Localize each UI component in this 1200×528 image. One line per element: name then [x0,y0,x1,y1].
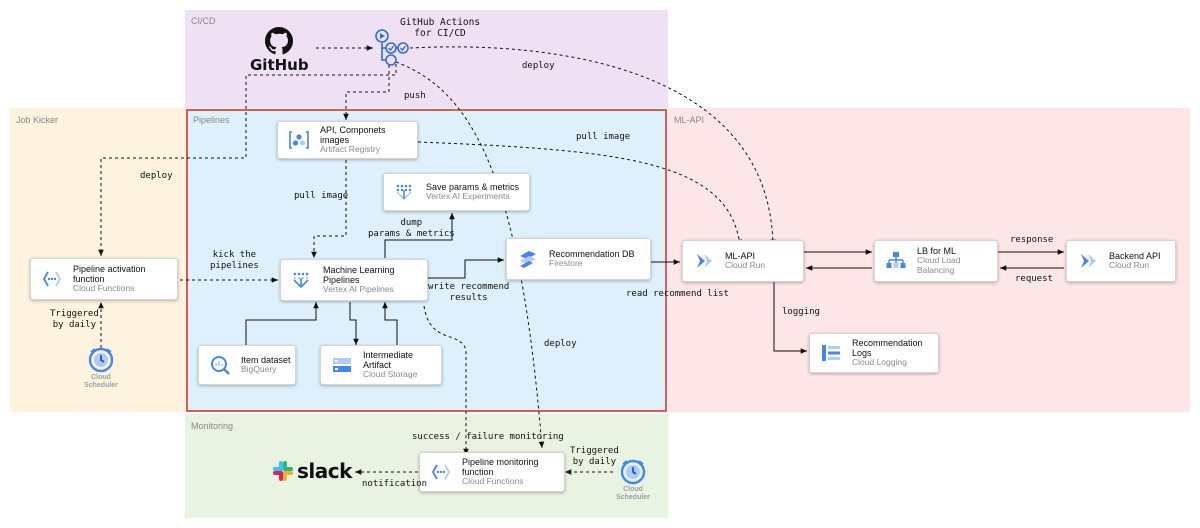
edge-storage-to-pipeline [382,302,398,345]
label-deploy-left: deploy [140,171,173,181]
edge-dump [384,213,455,258]
github-actions-node [372,28,416,68]
label-read: read recommend list [626,289,729,299]
bigquery-subtitle: BigQuery [241,364,277,375]
label-triggered-left: Triggered by daily [50,309,99,330]
cloud-logging-icon [818,340,844,366]
cloud-functions-icon [428,459,454,485]
cloud-scheduler-icon [88,347,114,373]
cloud-functions-icon [39,266,65,292]
firestore-subtitle: Firestore [549,258,583,269]
label-pull-image-right: pull image [576,132,631,142]
load-balancing-icon [883,248,909,274]
monitoring-function-title: Pipeline monitoring function [462,456,539,478]
edge-pull-image-mid [311,160,347,258]
activation-function-subtitle: Cloud Functions [73,283,135,294]
cloud-logging-subtitle: Cloud Logging [852,357,907,368]
label-request: request [1015,274,1053,284]
edge-pull-image-right [417,141,743,247]
edge-logging [773,282,807,354]
region-label-cicd: CI/CD [191,16,216,26]
label-deploy-top: deploy [522,61,555,71]
backend-api-subtitle: Cloud Run [1109,260,1150,271]
region-label-pipelines: Pipelines [193,115,230,125]
cloud-logging-title: Recommendation Logs [852,337,923,359]
cloud-storage-icon [329,352,355,378]
ml-api-title: ML-API [725,250,756,261]
scheduler-left-label: Cloud Scheduler [84,374,118,389]
artifact-registry-title: API, Componets images [320,124,386,146]
cloud-storage-subtitle: Cloud Storage [363,369,418,380]
label-push: push [404,91,426,101]
region-cicd [185,10,668,108]
firestore-title: Recommendation DB [549,248,635,259]
github-actions-label: GitHub Actions for CI/CD [400,17,481,40]
edge-deploy-mid [395,61,545,449]
region-label-monitoring: Monitoring [191,421,234,431]
label-write: write recommend results [428,282,510,303]
vertex-experiments-icon [392,179,418,205]
github-actions-icon [375,29,409,66]
edge-deploy-to-mlapi [409,46,776,247]
label-dump: dump params & metrics [368,218,455,239]
activation-function-title: Pipeline activation function [73,263,146,285]
cloud-scheduler-icon [620,459,646,485]
firestore-icon [515,246,541,272]
edge-pipeline-to-storage [349,302,359,345]
bigquery-title: Item dataset [241,354,291,365]
experiments-title: Save params & metrics [426,181,520,192]
ml-pipelines-subtitle: Vertex AI Pipelines [323,284,394,295]
github-wordmark: GitHub [250,56,309,74]
load-balancer-title: LB for ML [917,246,957,257]
edge-deploy-left [98,64,397,256]
monitoring-function-subtitle: Cloud Functions [462,476,524,487]
artifact-registry-icon [286,127,312,153]
scheduler-right-label: Cloud Scheduler [616,486,650,501]
bigquery-icon [207,352,233,378]
slack-wordmark: slack [297,459,352,483]
region-label-ml-api: ML-API [674,115,705,125]
load-balancer-subtitle: Cloud Load Balancing [917,255,961,276]
vertex-pipelines-icon [289,267,315,293]
edge-push [343,65,390,120]
region-label-job-kicker: Job Kicker [16,115,59,125]
label-kick: kick the pipelines [210,250,259,271]
slack-hash-icon [273,461,293,481]
label-deploy-mid: deploy [544,339,577,349]
label-response: response [1010,235,1054,245]
label-pull-image-mid: pull image [294,191,349,201]
ml-api-subtitle: Cloud Run [725,260,766,271]
label-triggered-right: Triggered by daily [570,446,619,467]
edge-write [428,257,504,279]
slack-logo: slack [272,458,358,484]
cloud-scheduler-right [614,458,652,488]
label-notification: notification [362,479,428,489]
github-logo: GitHub [250,27,309,74]
ml-pipelines-title: Machine Learning Pipelines [323,264,395,286]
cloud-run-icon [691,248,717,274]
backend-api-title: Backend API [1109,250,1161,261]
github-octocat-icon [265,27,293,55]
experiments-subtitle: Vertex AI Experiments [426,191,510,202]
cloud-run-icon [1075,248,1101,274]
edge-bigquery-to-pipeline [245,302,319,345]
label-success-failure: success / failure monitoring [412,432,564,442]
cloud-scheduler-left [82,346,120,388]
artifact-registry-subtitle: Artifact Registry [320,144,380,155]
cloud-storage-title: Intermediate Artifact [363,349,414,371]
label-logging: logging [782,307,820,317]
